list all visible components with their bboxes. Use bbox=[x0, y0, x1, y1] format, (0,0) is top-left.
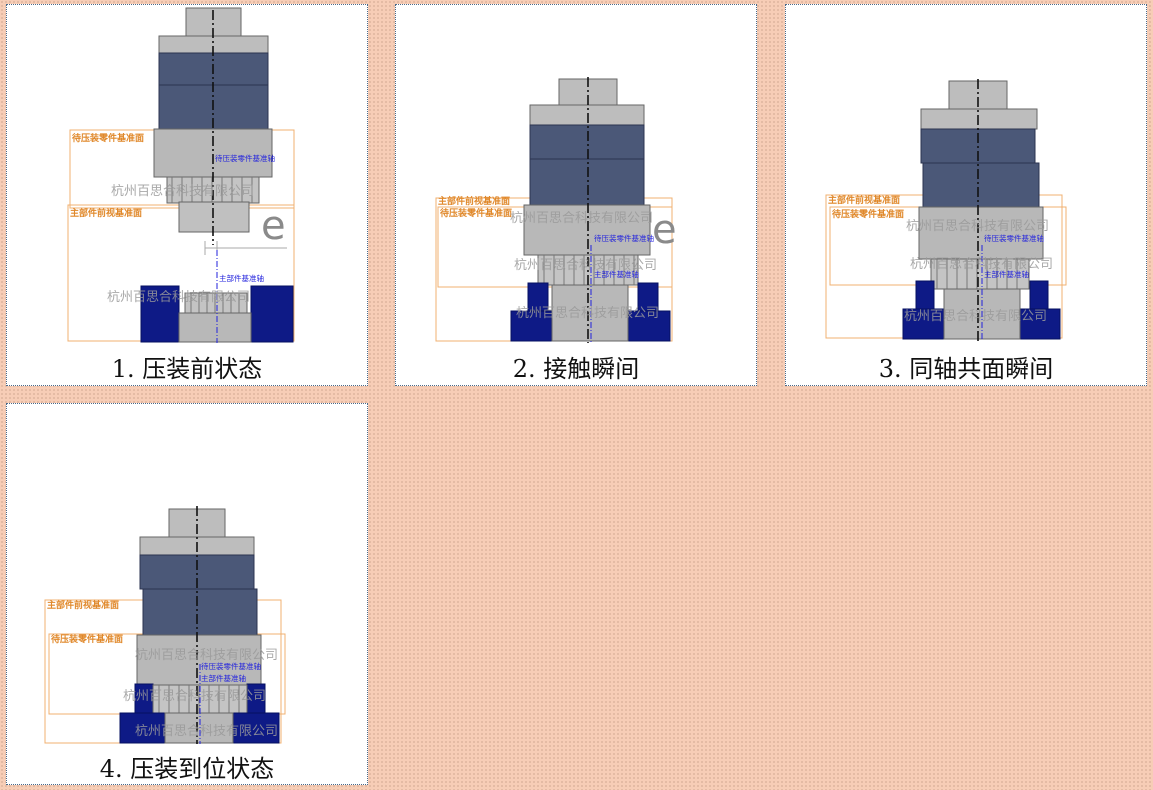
pending-part-pin bbox=[178, 201, 250, 233]
press-diagram-2: e 主部件前视基准面 待压装零件基准面 待压装零件基准轴 主部件基准轴 杭州百思… bbox=[435, 77, 677, 343]
press-ring-upper bbox=[529, 124, 645, 160]
main-part-body bbox=[164, 712, 234, 744]
base-block-right-upper bbox=[1029, 280, 1049, 312]
main-part-knurl bbox=[184, 292, 248, 316]
watermark-1: 杭州百思合科技有限公司 bbox=[510, 211, 653, 226]
base-block-left bbox=[510, 310, 554, 342]
press-ring-lower bbox=[142, 588, 258, 636]
press-diagram-4: 主部件前视基准面 待压装零件基准面 待压装零件基准轴 主部件基准轴 杭州百思合科… bbox=[44, 506, 286, 744]
base-block-left-upper bbox=[915, 280, 935, 312]
pending-part-body bbox=[918, 206, 1044, 260]
base-block-right bbox=[250, 285, 294, 343]
base-block-right bbox=[232, 712, 280, 744]
watermark-1: 杭州百思合科技有限公司 bbox=[135, 648, 278, 663]
press-diagram-1: e 待压装零件基准面 主部件前视基准面 待压装零件基准轴 主部件基准轴 杭州百思… bbox=[67, 7, 295, 343]
stage-caption: 1. 压装前状态 bbox=[111, 355, 263, 383]
pending-ref-plane-label: 待压装零件基准面 bbox=[51, 633, 123, 645]
main-axis-label: 主部件基准轴 bbox=[201, 673, 246, 683]
base-block-left bbox=[902, 308, 946, 340]
press-flange bbox=[920, 108, 1038, 130]
pending-ref-plane-label: 待压装零件基准面 bbox=[832, 208, 904, 220]
main-ref-plane-label: 主部件前视基准面 bbox=[47, 599, 119, 611]
pending-part-body bbox=[523, 204, 651, 256]
watermark-2: 杭州百思合科技有限公司 bbox=[514, 258, 657, 273]
press-diagram-3: 主部件前视基准面 待压装零件基准面 待压装零件基准轴 主部件基准轴 杭州百思合科… bbox=[825, 79, 1067, 341]
stage-caption: 4. 压装到位状态 bbox=[99, 755, 275, 783]
pending-part-body bbox=[136, 634, 262, 686]
main-axis-label: 主部件基准轴 bbox=[594, 269, 639, 279]
press-flange bbox=[529, 104, 645, 126]
main-part-body bbox=[178, 312, 252, 343]
pending-axis-label: 待压装零件基准轴 bbox=[215, 153, 275, 163]
main-ref-plane-label: 主部件前视基准面 bbox=[828, 194, 900, 206]
watermark-2: 杭州百思合科技有限公司 bbox=[107, 290, 250, 305]
pending-ref-plane-label: 待压装零件基准面 bbox=[72, 132, 144, 144]
watermark-3: 杭州百思合科技有限公司 bbox=[135, 724, 278, 739]
press-ring-lower bbox=[922, 162, 1040, 210]
stage-panel-4: 主部件前视基准面 待压装零件基准面 待压装零件基准轴 主部件基准轴 杭州百思合科… bbox=[6, 403, 368, 785]
stage-caption: 2. 接触瞬间 bbox=[512, 355, 640, 383]
offset-letter: e bbox=[652, 207, 677, 253]
press-ring-lower bbox=[529, 158, 645, 206]
pending-axis-label: 待压装零件基准轴 bbox=[594, 233, 654, 243]
stage-panel-1: e 待压装零件基准面 主部件前视基准面 待压装零件基准轴 主部件基准轴 杭州百思… bbox=[6, 4, 368, 386]
main-ref-plane-label: 主部件前视基准面 bbox=[438, 195, 510, 207]
pending-ref-plane-label: 待压装零件基准面 bbox=[440, 207, 512, 219]
watermark-3: 杭州百思合科技有限公司 bbox=[516, 306, 659, 321]
base-block-right bbox=[1015, 308, 1061, 340]
pending-axis-label: 待压装零件基准轴 bbox=[201, 661, 261, 671]
base-block-left bbox=[140, 285, 180, 343]
watermark-3: 杭州百思合科技有限公司 bbox=[904, 309, 1047, 324]
pending-axis-label: 待压装零件基准轴 bbox=[984, 233, 1044, 243]
watermark-2: 杭州百思合科技有限公司 bbox=[910, 257, 1053, 272]
stage-caption: 3. 同轴共面瞬间 bbox=[878, 355, 1054, 383]
watermark-2: 杭州百思合科技有限公司 bbox=[123, 689, 266, 704]
main-axis-label: 主部件基准轴 bbox=[219, 273, 264, 283]
stage-panel-2: e 主部件前视基准面 待压装零件基准面 待压装零件基准轴 主部件基准轴 杭州百思… bbox=[395, 4, 757, 386]
watermark-1: 杭州百思合科技有限公司 bbox=[906, 219, 1049, 234]
stage-panel-3: 主部件前视基准面 待压装零件基准面 待压装零件基准轴 主部件基准轴 杭州百思合科… bbox=[785, 4, 1147, 386]
main-axis-label: 主部件基准轴 bbox=[984, 269, 1029, 279]
main-ref-plane-label: 主部件前视基准面 bbox=[70, 207, 142, 219]
main-part-body bbox=[551, 284, 629, 342]
watermark-1: 杭州百思合科技有限公司 bbox=[111, 184, 254, 199]
offset-letter: e bbox=[261, 203, 286, 249]
